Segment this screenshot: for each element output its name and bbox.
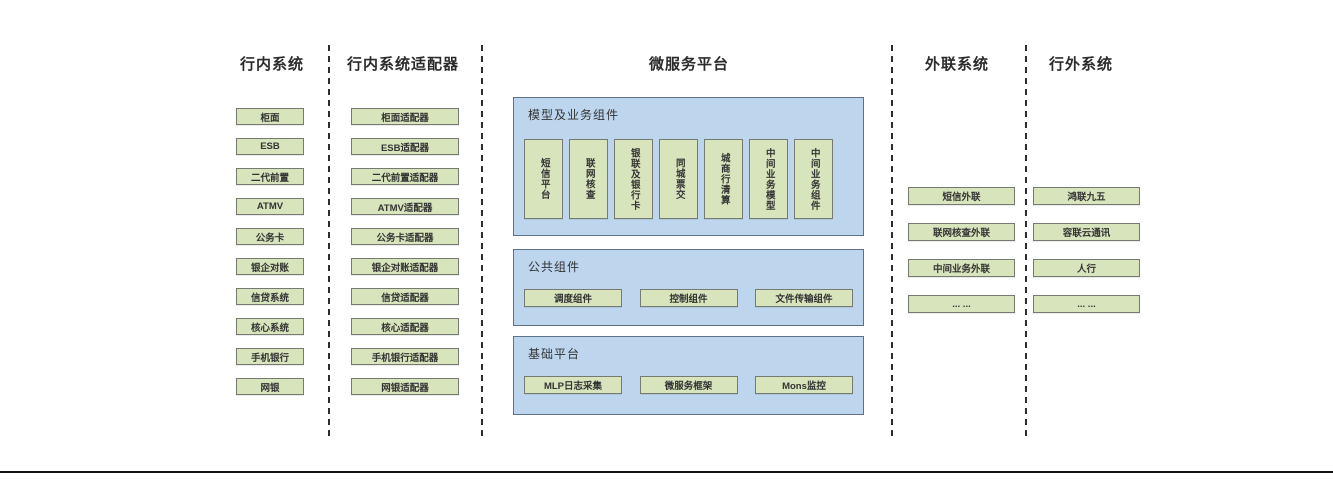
outside-system-box: 鸿联九五	[1033, 187, 1140, 205]
business-component-box: 银联及银行卡	[614, 139, 653, 219]
bottom-border-line	[0, 471, 1333, 473]
business-component-box: 联网核查	[569, 139, 608, 219]
adapter-box: 网银适配器	[351, 378, 459, 395]
common-component-box: 控制组件	[639, 289, 738, 307]
adapter-box: 信贷适配器	[351, 288, 459, 305]
column-header-external-link-systems: 外联系统	[924, 56, 990, 73]
business-component-box: 短信平台	[524, 139, 563, 219]
internal-system-box: 公务卡	[236, 228, 304, 245]
adapter-box: 手机银行适配器	[351, 348, 459, 365]
adapter-box: 银企对账适配器	[351, 258, 459, 275]
section-title: 公共组件	[528, 260, 581, 274]
outside-system-box: 人行	[1033, 259, 1140, 277]
section-title: 模型及业务组件	[528, 108, 620, 122]
common-component-box: 文件传输组件	[755, 289, 853, 307]
base-platform-box: MLP日志采集	[524, 376, 622, 394]
adapter-box: 柜面适配器	[351, 108, 459, 125]
external-link-box: 中间业务外联	[908, 259, 1015, 277]
internal-system-box: 银企对账	[236, 258, 304, 275]
column-header-internal-adapters: 行内系统适配器	[346, 56, 460, 73]
model-business-components-container: 模型及业务组件 短信平台联网核查银联及银行卡同城票交城商行清算中间业务模型中间业…	[513, 97, 864, 236]
internal-system-box: ATMV	[236, 198, 304, 215]
adapter-box: 核心适配器	[351, 318, 459, 335]
internal-system-box: 核心系统	[236, 318, 304, 335]
model-components-row: 短信平台联网核查银联及银行卡同城票交城商行清算中间业务模型中间业务组件	[524, 139, 833, 219]
dashed-separator	[891, 45, 893, 440]
adapter-box: 二代前置适配器	[351, 168, 459, 185]
outside-systems-column: 鸿联九五容联云通讯人行 ... ...	[1033, 187, 1140, 313]
internal-system-box: 信贷系统	[236, 288, 304, 305]
common-components-container: 公共组件 调度组件控制组件文件传输组件	[513, 249, 864, 326]
internal-adapters-column: 柜面适配器 ESB适配器二代前置适配器 ATMV适配器公务卡适配器银企对账适配器信贷…	[351, 108, 459, 395]
adapter-box: ATMV适配器	[351, 198, 459, 215]
outside-system-box: 容联云通讯	[1033, 223, 1140, 241]
dashed-separator	[328, 45, 330, 440]
internal-system-box: ESB	[236, 138, 304, 155]
base-platform-box: 微服务框架	[639, 376, 738, 394]
column-header-microservice-platform: 微服务平台	[648, 56, 730, 73]
dashed-separator	[1025, 45, 1027, 440]
business-component-box: 城商行清算	[704, 139, 743, 219]
column-header-outside-systems: 行外系统	[1048, 56, 1114, 73]
internal-system-box: 网银	[236, 378, 304, 395]
external-link-systems-column: 短信外联联网核查外联中间业务外联 ... ...	[908, 187, 1015, 313]
adapter-box: 公务卡适配器	[351, 228, 459, 245]
internal-system-box: 手机银行	[236, 348, 304, 365]
external-link-box: ... ...	[908, 295, 1015, 313]
business-component-box: 中间业务模型	[749, 139, 788, 219]
common-components-row: 调度组件控制组件文件传输组件	[524, 289, 853, 307]
common-component-box: 调度组件	[524, 289, 622, 307]
external-link-box: 短信外联	[908, 187, 1015, 205]
base-platform-box: Mons监控	[755, 376, 853, 394]
column-header-internal-systems: 行内系统	[239, 56, 305, 73]
base-platform-container: 基础平台 MLP日志采集微服务框架 Mons监控	[513, 336, 864, 415]
business-component-box: 中间业务组件	[794, 139, 833, 219]
adapter-box: ESB适配器	[351, 138, 459, 155]
base-platform-row: MLP日志采集微服务框架 Mons监控	[524, 376, 853, 394]
internal-systems-column: 柜面 ESB 二代前置 ATMV 公务卡银企对账信贷系统核心系统手机银行网银	[236, 108, 304, 395]
dashed-separator	[481, 45, 483, 440]
section-title: 基础平台	[528, 347, 581, 361]
business-component-box: 同城票交	[659, 139, 698, 219]
outside-system-box: ... ...	[1033, 295, 1140, 313]
internal-system-box: 柜面	[236, 108, 304, 125]
external-link-box: 联网核查外联	[908, 223, 1015, 241]
internal-system-box: 二代前置	[236, 168, 304, 185]
